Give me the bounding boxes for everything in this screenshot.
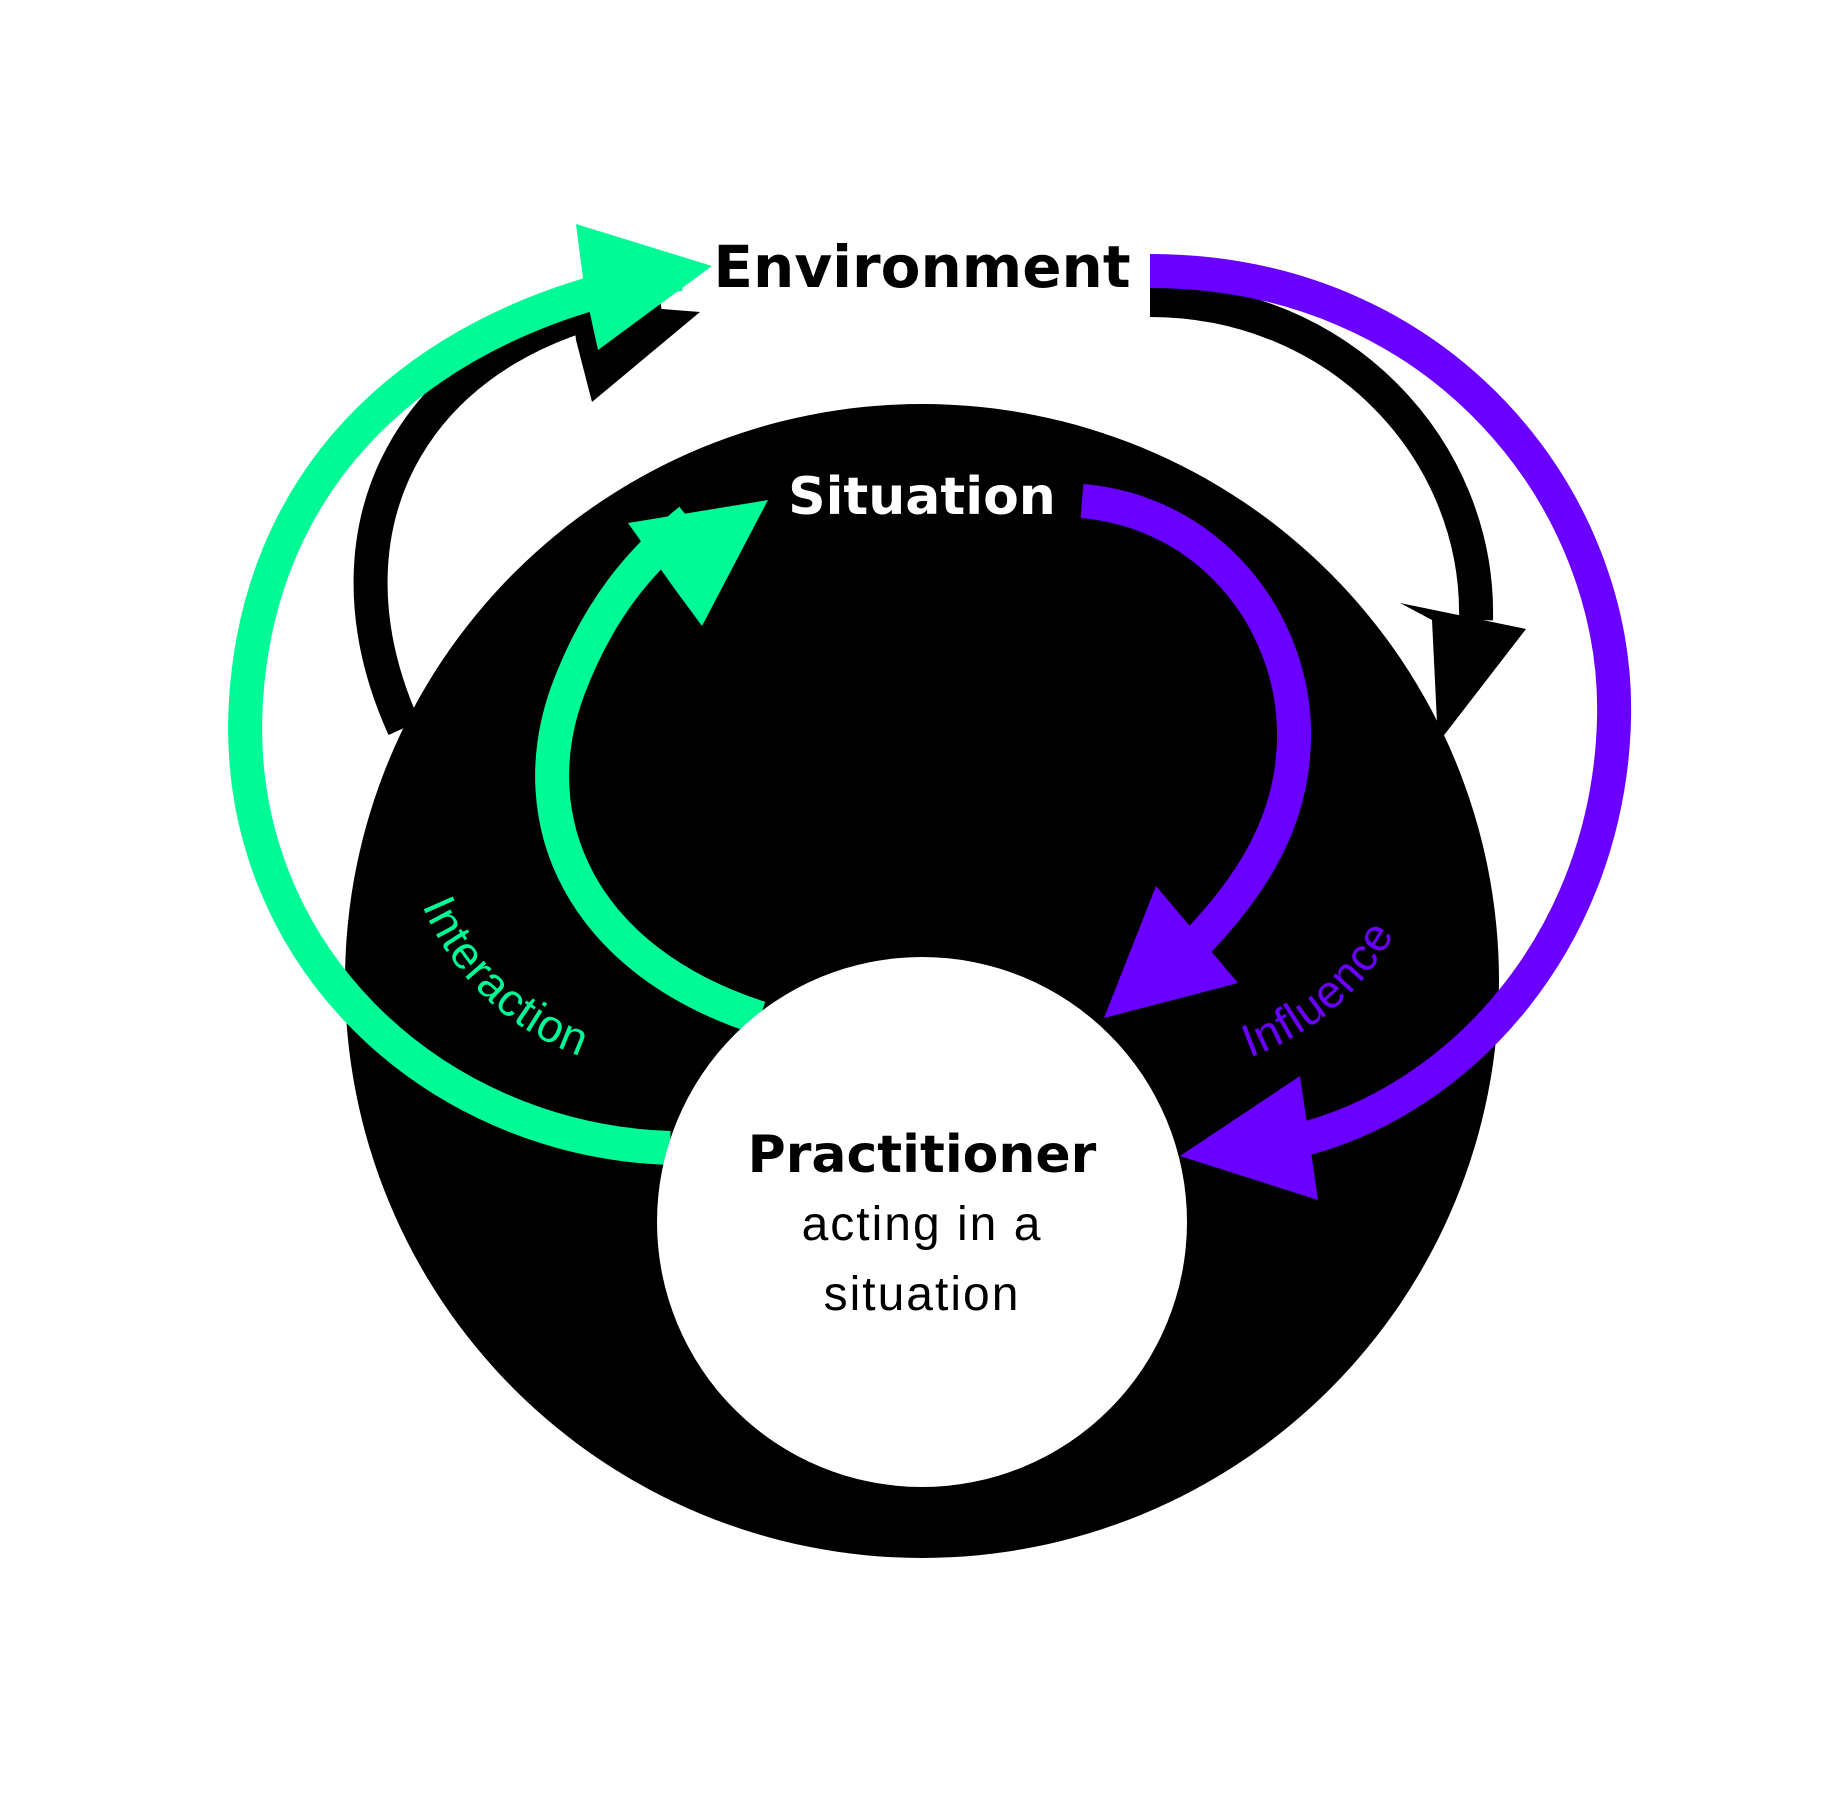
practitioner-disc: [657, 957, 1187, 1487]
environment-label: Environment: [713, 233, 1130, 301]
interaction-inner-arrow: [535, 506, 766, 1035]
interaction-outer-arrowhead: [576, 224, 712, 350]
environment-loop-right-arrow: [1149, 283, 1494, 621]
interaction-outer-arrow: [228, 257, 683, 1165]
influence-outer-arrowhead: [1180, 1076, 1318, 1200]
practitioner-subtitle-line-2: situation: [824, 1268, 1021, 1321]
influence-inner-arrow: [1080, 484, 1312, 973]
situation-label: Situation: [788, 467, 1056, 527]
interaction-inner-arrowhead: [628, 500, 768, 626]
practitioner-title: Practitioner: [748, 1125, 1097, 1185]
environment-loop-left-arrow: [353, 281, 663, 735]
practitioner-subtitle-line-1: acting in a: [802, 1198, 1043, 1251]
environment-loop-right-arrowhead: [1400, 603, 1526, 743]
influence-outer-arrow: [1149, 254, 1632, 1157]
influence-inner-arrowhead: [1104, 886, 1238, 1018]
